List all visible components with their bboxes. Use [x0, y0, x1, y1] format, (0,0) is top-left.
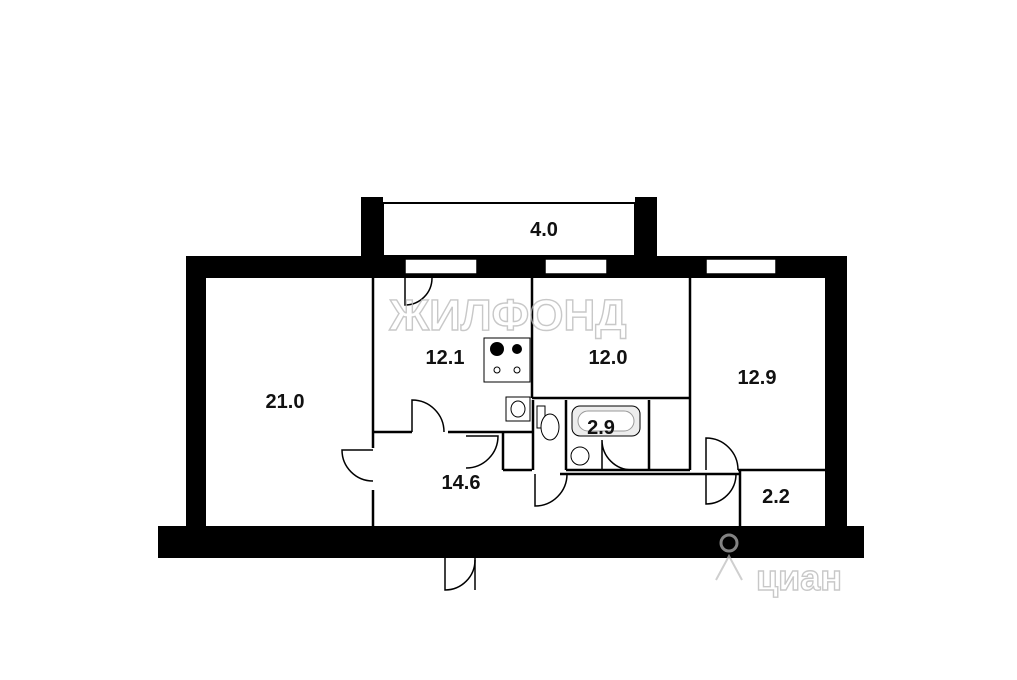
bathtub-icon: [571, 405, 641, 437]
balcony-area: 4.0: [530, 219, 558, 241]
windows: [404, 258, 777, 275]
stove-icon: [483, 337, 531, 383]
exterior-walls: [158, 197, 864, 558]
room-left-area: 21.0: [266, 391, 305, 413]
balcony-railing: [382, 202, 636, 257]
room-right-area: 12.9: [738, 367, 777, 389]
cian-logo: [715, 533, 743, 581]
bath-sink-icon: [570, 446, 590, 466]
closet-area: 2.2: [762, 486, 790, 508]
room-middle-area: 12.0: [589, 347, 628, 369]
kitchen-area: 12.1: [426, 347, 465, 369]
interior-walls: [371, 278, 825, 526]
toilet-icon: [536, 405, 560, 441]
hallway-area: 14.6: [442, 472, 481, 494]
bathroom-area: 2.9: [587, 417, 615, 439]
doors: [341, 277, 739, 591]
agency-watermark: ЖИЛФОНД: [388, 291, 626, 340]
site-watermark: циан: [756, 557, 842, 598]
sink-icon: [505, 396, 531, 422]
